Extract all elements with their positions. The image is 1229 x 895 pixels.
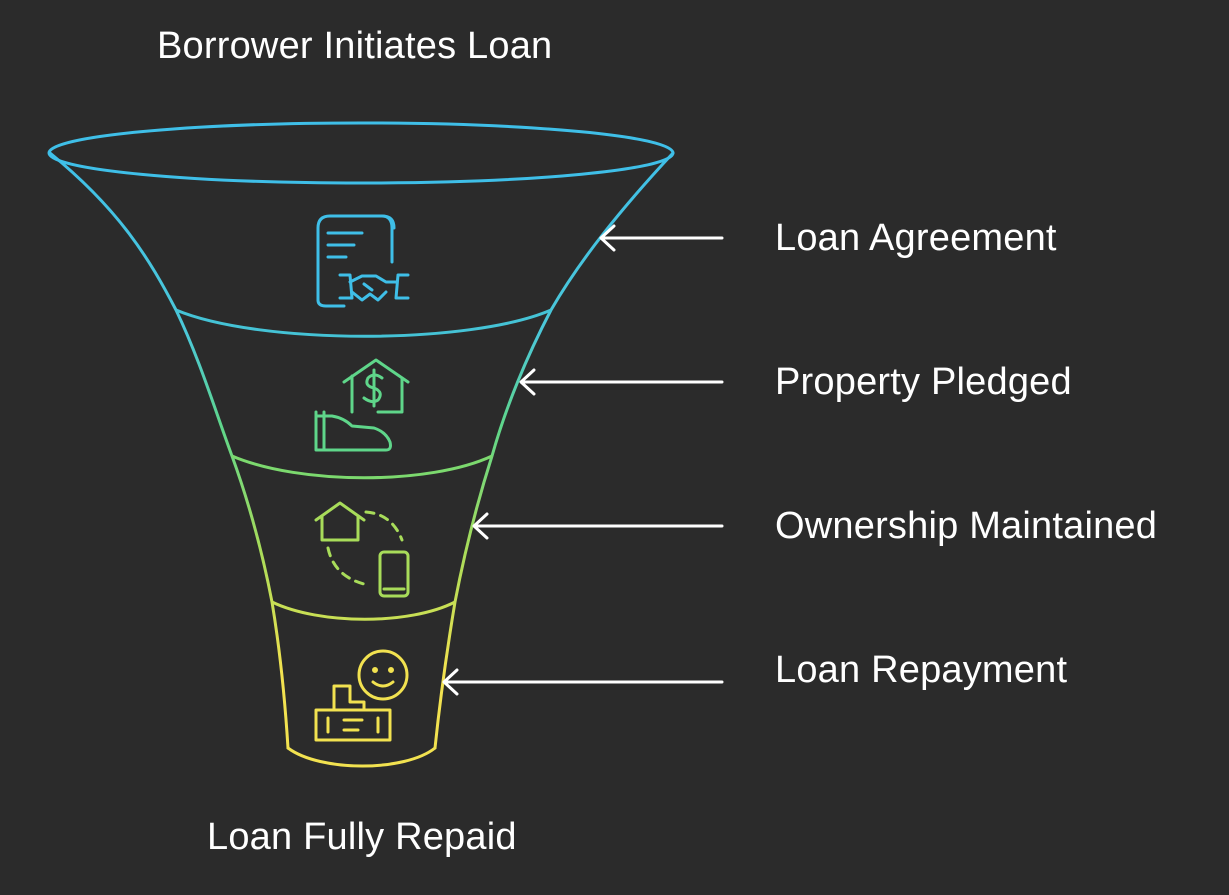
funnel-top-label: Borrower Initiates Loan xyxy=(157,25,553,67)
contract-handshake-icon xyxy=(316,214,410,308)
funnel-body xyxy=(48,151,675,768)
stage-label-loan-repayment: Loan Repayment xyxy=(775,649,1068,691)
funnel-divider-3 xyxy=(271,600,456,621)
house-phone-cycle-icon xyxy=(314,501,410,598)
funnel-divider-2 xyxy=(231,454,493,480)
smiley-money-stack-icon xyxy=(314,649,409,742)
arrow-loan-repayment-icon xyxy=(442,668,724,696)
stage-label-property-pledged: Property Pledged xyxy=(775,361,1072,403)
funnel-top-rim xyxy=(47,121,675,185)
funnel-bottom-label: Loan Fully Repaid xyxy=(207,816,517,858)
hand-house-dollar-icon xyxy=(314,358,410,452)
stage-label-loan-agreement: Loan Agreement xyxy=(775,217,1057,259)
arrow-ownership-maintained-icon xyxy=(472,512,724,540)
arrows xyxy=(442,224,724,696)
arrow-property-pledged-icon xyxy=(519,368,724,396)
funnel-divider-1 xyxy=(175,308,552,338)
arrow-loan-agreement-icon xyxy=(599,224,724,252)
stage-label-ownership-maintained: Ownership Maintained xyxy=(775,505,1158,547)
